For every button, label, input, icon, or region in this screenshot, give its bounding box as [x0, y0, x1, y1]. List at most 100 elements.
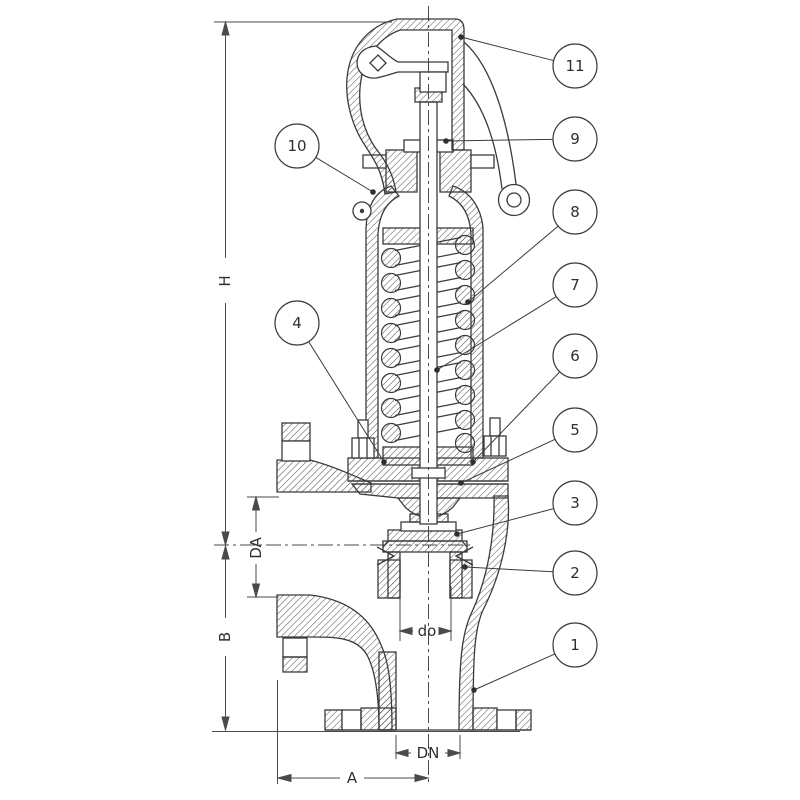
nozzle-wall-left [387, 551, 401, 599]
callout-9: 9 [443, 116, 598, 162]
spring-coil-section [454, 259, 476, 281]
callout-target-dot [434, 367, 440, 373]
outlet-flange-right-bolt [496, 709, 517, 731]
spring-coil-section [380, 322, 402, 344]
callout-circle [552, 116, 598, 162]
callout-leader [436, 296, 557, 371]
lever-handle-outer [463, 41, 517, 185]
centerlines [214, 6, 470, 782]
cap-shell [346, 18, 465, 195]
callout-circle [552, 262, 598, 308]
callout-target-dot [458, 34, 464, 40]
outlet-flange-right-hub [472, 707, 498, 731]
dim-A: A [276, 680, 430, 787]
spring-coil-section [454, 284, 476, 306]
callout-3: 3 [454, 480, 598, 537]
callout-target-dot [470, 459, 476, 465]
inlet-bolt-bottom-head [282, 656, 308, 673]
callout-number: 6 [570, 347, 580, 365]
callout-circle [552, 622, 598, 668]
nozzle-lip [382, 540, 468, 553]
outlet-flange-left-bolt [341, 709, 362, 731]
callout-circle [552, 407, 598, 453]
callout-target-dot [458, 480, 464, 486]
callout-target-dot [370, 189, 376, 195]
spring-coil-section [380, 247, 402, 269]
callout-1: 1 [471, 622, 598, 693]
callout-leader [308, 341, 385, 463]
spring-coil-section [454, 384, 476, 406]
callout-circle [552, 189, 598, 235]
stud-left-nut [351, 437, 375, 459]
dim-label-A: A [347, 769, 358, 787]
callout-10: 10 [274, 123, 376, 195]
callout-11: 11 [458, 34, 598, 89]
callout-leader [460, 36, 554, 62]
gland-right [439, 149, 472, 193]
spring-coil-section [380, 297, 402, 319]
lever-handle-inner [462, 83, 503, 190]
gland-tab-right [470, 154, 495, 169]
spring-coil-section [454, 359, 476, 381]
spring-coil-section [454, 432, 476, 454]
callout-2: 2 [462, 550, 598, 596]
callout-leader [467, 225, 559, 303]
callout-target-dot [465, 299, 471, 305]
inlet-bolt-bottom-shank [282, 637, 308, 658]
dim-H: H [214, 20, 392, 547]
callout-leader [473, 653, 556, 691]
outlet-flange-right-wing [515, 709, 532, 731]
callout-target-dot [381, 459, 387, 465]
dim-label-DN: DN [417, 744, 440, 762]
cap-pin-center [359, 208, 365, 214]
dimensions: H B DA do [212, 20, 520, 787]
disc-plate [387, 529, 463, 542]
callout-circle [274, 300, 320, 346]
callout-target-dot [443, 138, 449, 144]
callout-number: 11 [565, 57, 584, 75]
stud-right-nut [483, 435, 507, 457]
callout-target-dot [471, 687, 477, 693]
valve-body [276, 422, 532, 731]
callout-leader [472, 371, 561, 463]
callout-circle [552, 333, 598, 379]
callout-number: 3 [570, 494, 580, 512]
callout-number: 8 [570, 203, 580, 221]
callout-leader [460, 438, 556, 484]
inlet-bolt-top-head [281, 422, 311, 442]
dim-label-H: H [216, 275, 234, 286]
spring-coil-section [454, 309, 476, 331]
nozzle-wall-right [449, 551, 463, 599]
dim-B: B [212, 544, 520, 732]
nozzle-and-disc [376, 513, 474, 599]
gland-left [385, 149, 418, 193]
lever-square-hole [369, 54, 387, 72]
callout-5: 5 [458, 407, 598, 486]
outlet-flange-left-wing [324, 709, 343, 731]
lever-knob-hole [506, 192, 522, 208]
spring-coil-section [454, 409, 476, 431]
callout-leader [464, 566, 554, 573]
callout-7: 7 [434, 262, 598, 373]
callout-number: 4 [292, 314, 302, 332]
stud-right-shank [489, 417, 501, 437]
dim-DN: DN [394, 735, 462, 762]
callout-number: 7 [570, 276, 580, 294]
callout-number: 5 [570, 421, 580, 439]
callout-circle [274, 123, 320, 169]
dim-label-B: B [216, 632, 234, 642]
dim-label-do: do [418, 622, 437, 640]
disc-wing-left [376, 546, 396, 566]
spring-coil-section [380, 347, 402, 369]
callout-circle [552, 550, 598, 596]
callout-leader [315, 156, 374, 193]
spring-coil-section [380, 397, 402, 419]
callout-number: 9 [570, 130, 580, 148]
outlet-flange-left-hub [360, 707, 397, 731]
disc-bevel-right [461, 540, 468, 548]
callout-circle [552, 43, 598, 89]
dim-label-DA: DA [247, 536, 265, 558]
callout-circle [552, 480, 598, 526]
callout-balloons: 1 2 3 4 5 6 7 8 9 10 11 [274, 34, 598, 693]
